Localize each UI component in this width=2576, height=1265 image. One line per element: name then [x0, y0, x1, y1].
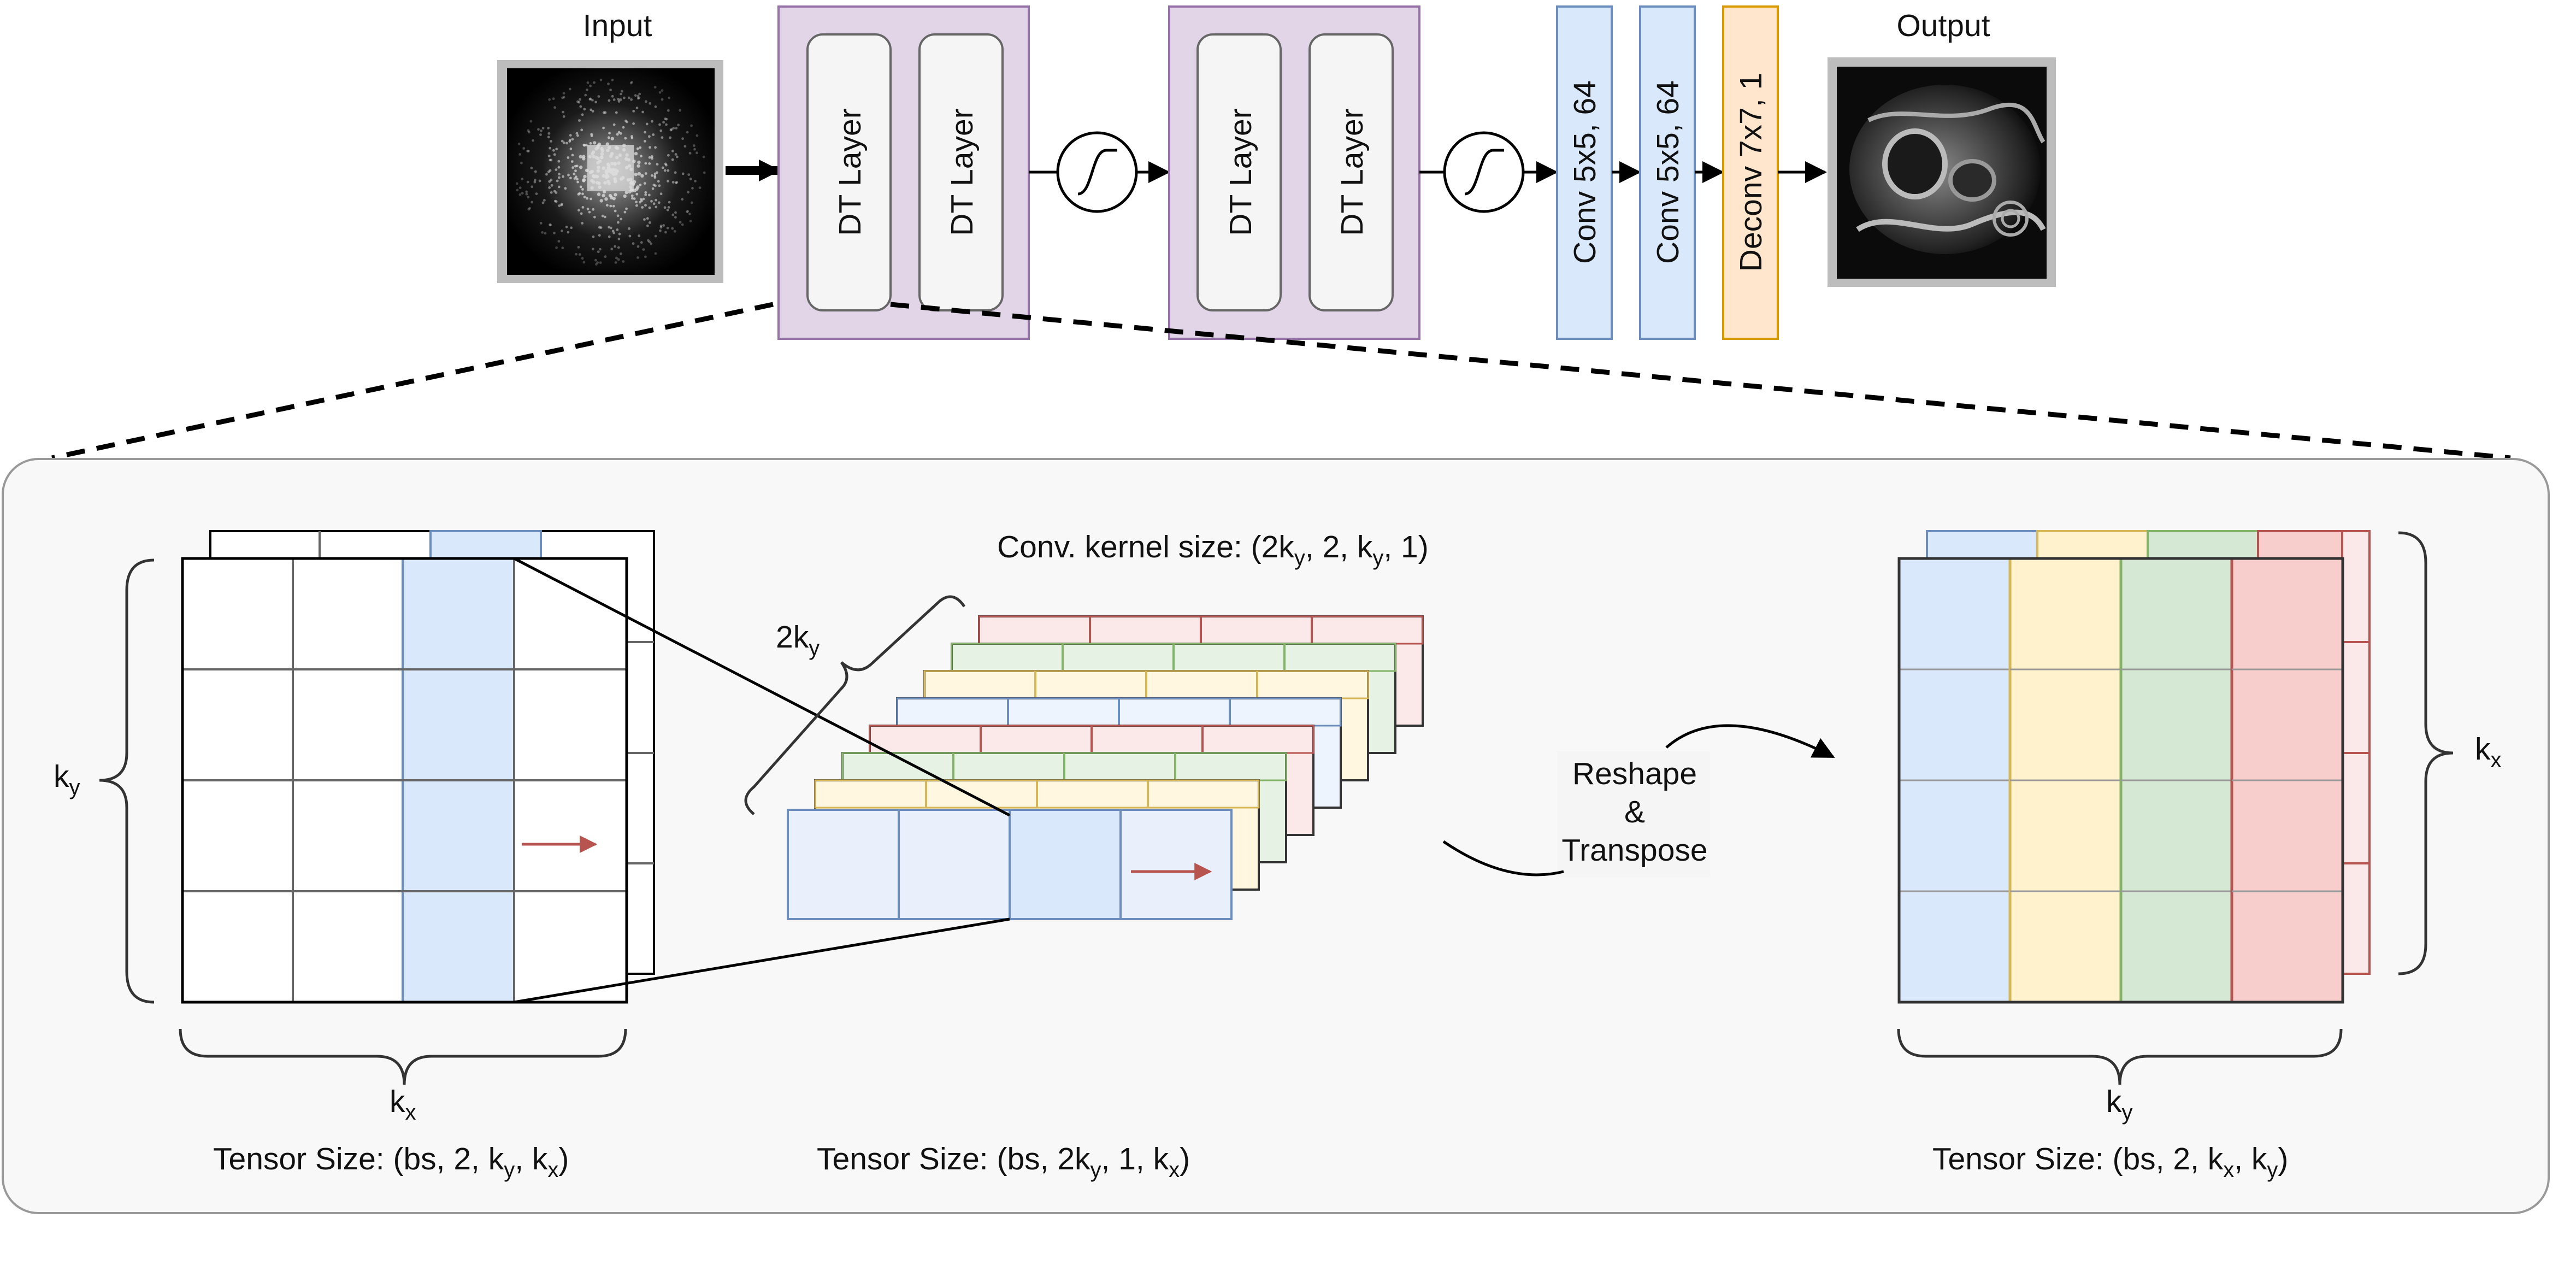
- reshape-label: Reshape: [1572, 756, 1697, 791]
- output-tensor-column: [2230, 557, 2344, 1004]
- kx-label-right: kx: [2475, 732, 2502, 772]
- dt-layer-2a: [1196, 33, 1282, 311]
- dt-layer-1a-label: DT Layer: [833, 108, 868, 236]
- reshape-transpose: Reshape & Transpose: [1442, 724, 1835, 877]
- zoom-line-left: [51, 302, 774, 461]
- ampersand-label: &: [1624, 795, 1645, 829]
- activation-icon-2: [1443, 131, 1525, 213]
- kernel-size-label: Conv. kernel size: (2ky, 2, ky, 1): [997, 529, 1429, 570]
- dt-layer-2b-label: DT Layer: [1335, 108, 1370, 236]
- ky-label-left: ky: [54, 759, 80, 799]
- ky-brace-left: [99, 558, 155, 1004]
- output-tensor-column: [2119, 557, 2233, 1004]
- projection-line-top: [513, 557, 1011, 817]
- kernel-strip-front: [787, 809, 1233, 920]
- transpose-label: Transpose: [1561, 833, 1707, 868]
- output-tensor-column: [1897, 557, 2012, 1004]
- two-ky-brace: [744, 595, 966, 815]
- conv-layer-2: [1639, 5, 1696, 340]
- kx-label-left: kx: [390, 1084, 416, 1125]
- input-kspace-image: [497, 60, 723, 283]
- tensor-size-right: Tensor Size: (bs, 2, kx, ky): [1932, 1142, 2288, 1182]
- kx-brace-left: [179, 1028, 627, 1085]
- conv-kernel-stack: Conv. kernel size: (2ky, 2, ky, 1) 2ky T…: [513, 529, 1429, 1182]
- dt-layer-2b: [1308, 33, 1394, 311]
- reshape-arrow-out: [1665, 724, 1835, 758]
- two-ky-label: 2ky: [776, 620, 820, 660]
- dt-layer-1b-label: DT Layer: [945, 108, 980, 236]
- reshape-curve-in: [1442, 840, 1564, 876]
- tensor-size-left: Tensor Size: (bs, 2, ky, kx): [213, 1142, 569, 1182]
- conv-layer-2-label: Conv 5x5, 64: [1650, 80, 1685, 264]
- kx-brace-right: [2398, 531, 2454, 975]
- projection-line-bottom: [514, 917, 1010, 1004]
- output-label: Output: [1896, 8, 1990, 43]
- zoom-line-right: [890, 302, 2511, 461]
- conv-layer-1-label: Conv 5x5, 64: [1567, 80, 1602, 264]
- dt-layer-2a-label: DT Layer: [1223, 108, 1258, 236]
- output-mri-image: [1828, 57, 2056, 287]
- tensor-size-middle: Tensor Size: (bs, 2ky, 1, kx): [817, 1142, 1190, 1182]
- top-pipeline: Input Output DT Layer DT Layer DT Layer …: [497, 5, 2056, 340]
- input-label: Input: [583, 8, 652, 43]
- deconv-layer-label: Deconv 7x7, 1: [1734, 73, 1769, 272]
- ky-label-right: ky: [2106, 1084, 2133, 1125]
- activation-icon-1: [1056, 131, 1138, 213]
- kernel-strip-highlight-cell: [1009, 809, 1122, 920]
- deconv-layer: [1722, 5, 1779, 340]
- ky-brace-right: [1897, 1028, 2343, 1085]
- input-tensor: ky kx Tensor Size: (bs, 2, ky, kx): [54, 530, 655, 1182]
- output-tensor-column: [2008, 557, 2123, 1004]
- dt-layer-1a: [806, 33, 892, 311]
- output-tensor: kx ky Tensor Size: (bs, 2, kx, ky): [1897, 530, 2502, 1182]
